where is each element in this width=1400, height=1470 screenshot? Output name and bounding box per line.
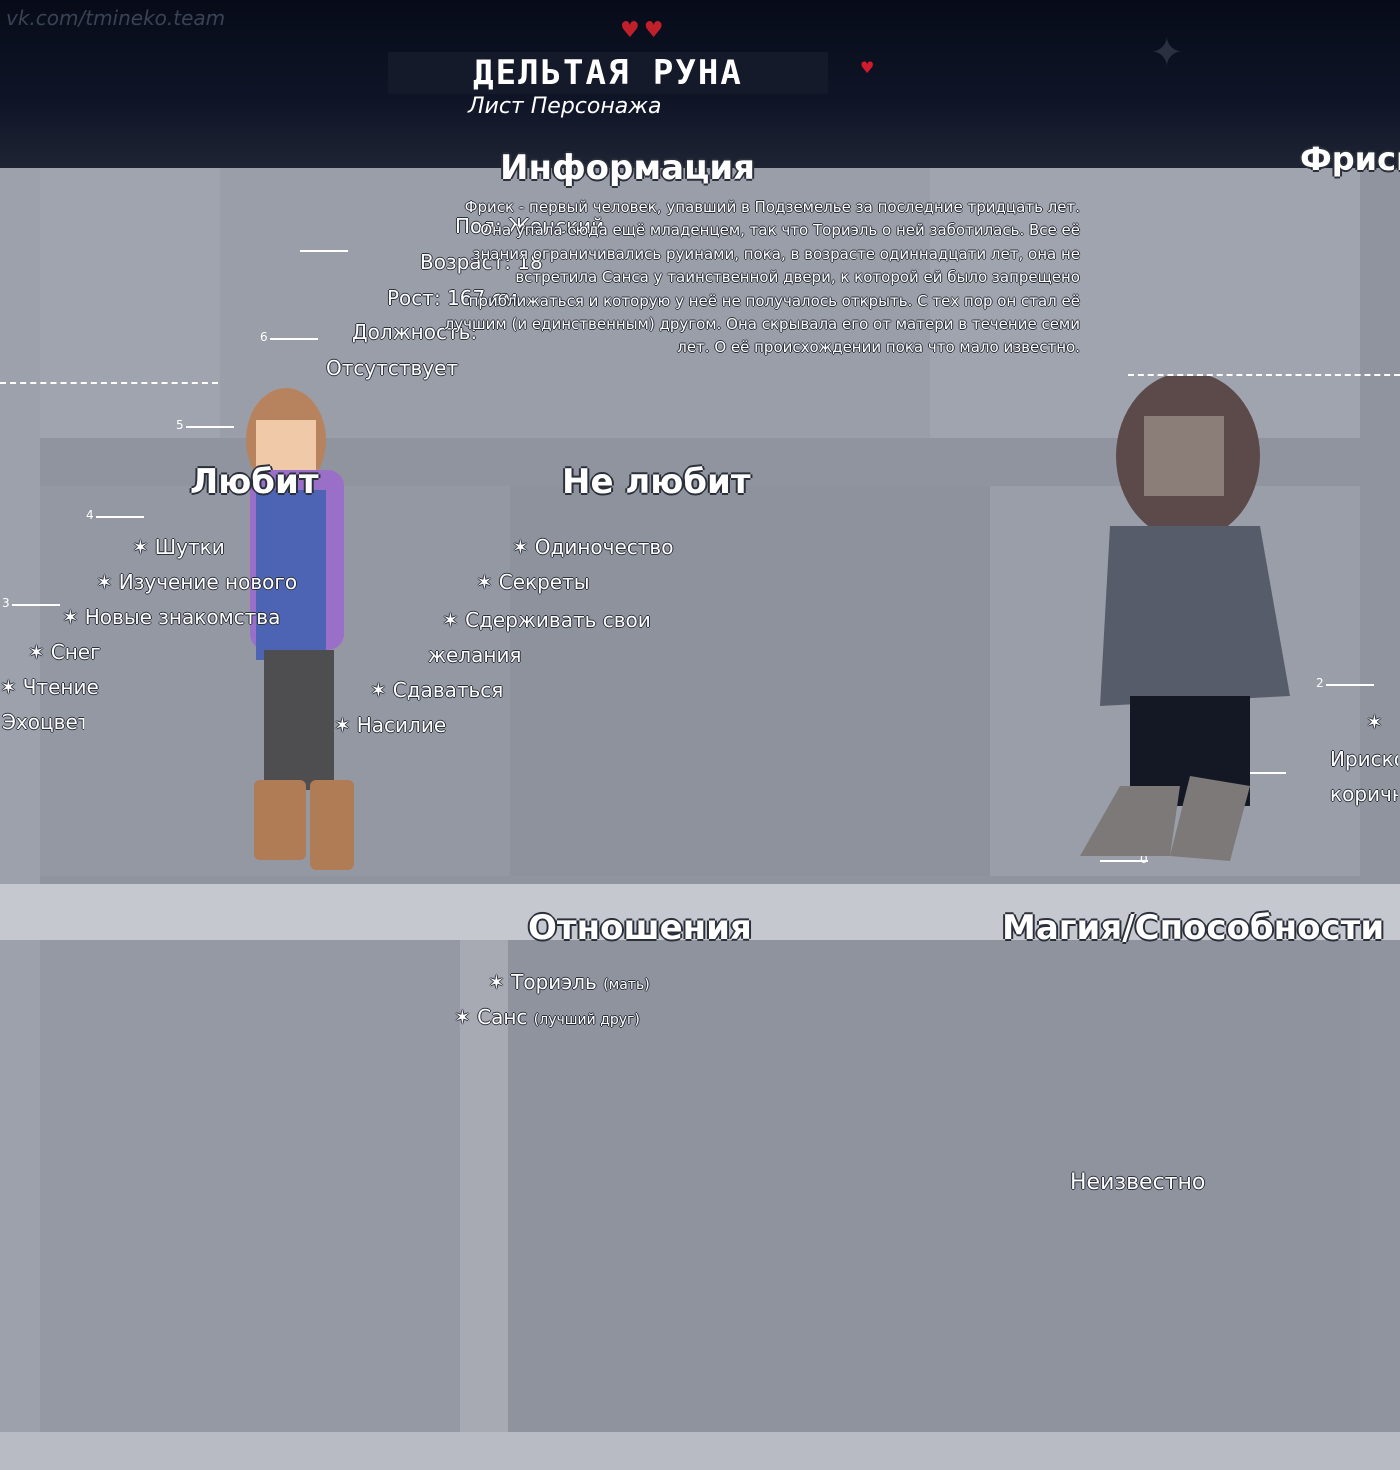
dislikes-item: ✶Секреты [476,570,590,594]
star-icon: ✶ [62,605,79,629]
dashed-guide-right [1128,374,1400,376]
dislikes-list-5: ✶Насилие [334,708,446,743]
star-icon: ✶ [132,535,149,559]
heart-icon: ♥ [860,58,875,77]
star-icon: ✶ [512,535,529,559]
info-age: Возраст: 18 [420,250,543,274]
star-icon: ✶ [476,570,493,594]
background-panel-dislikes [510,486,990,876]
dashed-guide-left [0,382,218,384]
ruler-label: 2 [1316,676,1324,690]
corner-logo-icon: ✦ [1150,30,1184,76]
ruler-tick [96,516,144,518]
background-panel-magic [508,940,1360,1432]
likes-item: ✶Изучение нового [96,570,298,594]
character-sprite-right [1080,376,1290,861]
likes-item: ✶Новые знакомства [62,605,281,629]
dislikes-list: ✶Одиночество [512,530,673,565]
info-band [220,168,930,438]
dislikes-list-2: ✶Секреты [476,565,590,600]
info-position-label: Должность: [352,320,478,344]
divider-vertical [460,940,508,1432]
likes-list-3: ✶Новые знакомства [62,600,280,635]
dislikes-item: ✶Насилие [334,713,447,737]
likes-item: ✶Шутки [132,535,225,559]
ruler-tick [1100,860,1148,862]
ruler-label: 0 [1140,852,1148,866]
dislikes-heading: Не любит [562,462,751,502]
likes-item-text: Ирисково-коричный пирог [1330,747,1398,806]
dislikes-list-4: ✶Сдаваться [370,673,503,708]
relations-item: ✶ Санс (лучший друг) [454,1005,640,1029]
star-icon: ✶ [454,1005,471,1029]
info-height: Рост: 167 см [387,286,518,310]
watermark: vk.com/tmineko.team [6,6,226,30]
info-position-value: Отсутствует [326,356,459,380]
likes-item: ✶Чтение [0,675,99,699]
ruler-tick [12,604,60,606]
ruler-label: 4 [86,508,94,522]
likes-item-text: Эхоцветы [2,710,84,734]
star-icon: ✶ [96,570,113,594]
info-gender: Пол: Женский [455,214,605,238]
dislikes-item: ✶Сдаваться [370,678,504,702]
relations-item: ✶ Ториэль (мать) [488,970,650,994]
dislikes-item: ✶ Сдерживать свои желания [428,608,651,667]
ruler-tick [300,250,348,252]
magic-value: Неизвестно [1070,1170,1206,1195]
hearts-icon: ♥♥ [620,18,668,43]
ruler-label: 6 [260,330,268,344]
likes-list: ✶Шутки [132,530,225,565]
likes-list-6: ✶ [1366,705,1389,740]
star-icon: ✶ [488,970,505,994]
dislikes-item: ✶Одиночество [512,535,674,559]
magic-heading: Магия/Способности [1002,908,1385,948]
bottom-strip [0,1432,1400,1470]
ruler-tick [186,426,234,428]
star-icon: ✶ [334,713,351,737]
background-panel-left [0,168,40,1470]
star-icon: ✶ [0,675,17,699]
star-icon: ✶ [370,678,387,702]
character-name: Фриск [1300,140,1400,178]
relations-heading: Отношения [528,908,752,948]
logo-title: ДЕЛЬТАЯ РУНА [388,52,828,94]
likes-item: ✶Снег [28,640,101,664]
ruler-label: 3 [2,596,10,610]
divider-strip [0,884,1400,940]
likes-heading: Любит [190,462,319,502]
star-icon: ✶ [1366,710,1383,734]
ruler-label: 5 [176,418,184,432]
star-icon: ✶ [28,640,45,664]
ruler-tick [1238,772,1286,774]
likes-item: ✶ [1366,705,1389,740]
likes-list-5: ✶Чтение [0,670,99,705]
likes-list-2: ✶Изучение нового [96,565,297,600]
likes-list-4: ✶Снег [28,635,101,670]
ruler-tick [1326,684,1374,686]
info-heading: Информация [500,148,755,188]
ruler-tick [270,338,318,340]
background-panel-relations [40,940,460,1432]
logo-subtitle: Лист Персонажа [468,94,662,119]
bio-text: Фриск - первый человек, упавший в Подзем… [444,198,1080,357]
star-icon: ✶ [442,608,459,632]
character-sprite-left [246,388,354,870]
